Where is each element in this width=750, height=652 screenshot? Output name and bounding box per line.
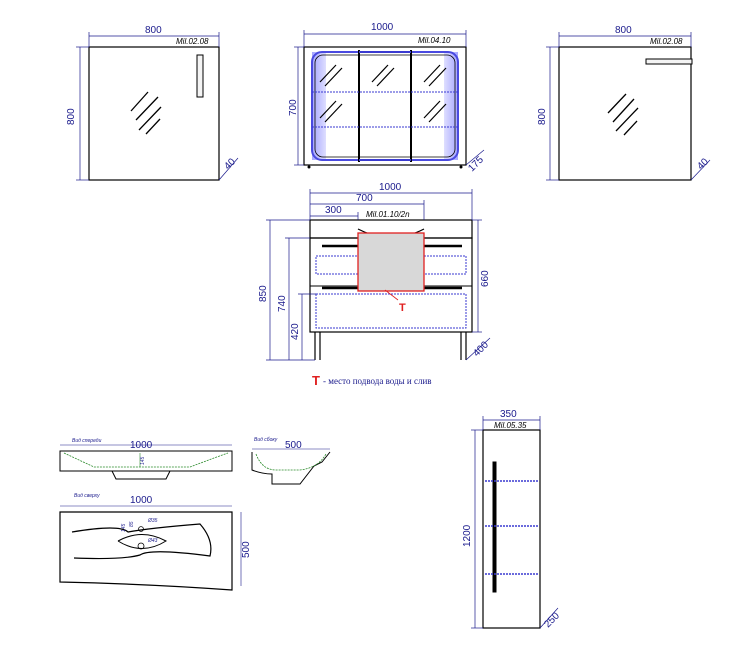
mirror-right-height: 800 — [537, 108, 548, 125]
basin-side-view — [251, 448, 331, 485]
mirror-left-height: 800 — [66, 108, 77, 125]
vanity-unit — [266, 189, 491, 361]
column-code: Mil.05.35 — [494, 421, 527, 430]
vanity-height-top: 740 — [277, 295, 288, 312]
vanity-height-right: 660 — [480, 270, 491, 287]
vanity-height-bottom: 420 — [290, 323, 301, 340]
mirror-left-width: 800 — [145, 25, 162, 36]
legend-marker: T — [312, 373, 320, 388]
vanity-height-total: 850 — [258, 285, 269, 302]
basin-top-label: Вид сверху — [74, 493, 100, 499]
top-cabinet-depth: 175 — [466, 154, 486, 174]
basin-side-label: Вид сбоку — [254, 437, 278, 443]
column-height: 1200 — [462, 524, 473, 547]
vanity-offset: 300 — [325, 205, 342, 216]
mirror-left-depth: 40 — [222, 156, 238, 172]
mirror-right-depth: 40 — [695, 156, 711, 172]
vanity-width: 1000 — [379, 182, 402, 193]
mirror-right — [546, 32, 711, 181]
basin-front-width: 1000 — [130, 440, 153, 451]
basin-top-a: 145 — [121, 523, 127, 532]
column-cabinet — [471, 416, 559, 629]
column-width: 350 — [500, 409, 517, 420]
column-depth: 250 — [542, 610, 562, 630]
top-cabinet-width: 1000 — [371, 22, 394, 33]
basin-front-label: Вид спереди — [72, 438, 102, 444]
basin-front-view — [59, 444, 233, 480]
basin-top-depth: 500 — [241, 541, 252, 558]
vanity-depth: 400 — [471, 339, 491, 359]
top-cabinet — [294, 30, 485, 169]
basin-top-b: 85 — [129, 521, 135, 527]
vanity-code: Mil.01.10/2n — [366, 210, 410, 219]
basin-front-small: 145 — [140, 456, 146, 465]
basin-top-view — [59, 505, 242, 591]
vanity-water-marker: T — [399, 302, 406, 314]
mirror-right-code: Mil.02.08 — [650, 37, 683, 46]
vanity-inner-width: 700 — [356, 193, 373, 204]
mirror-right-width: 800 — [615, 25, 632, 36]
legend-text: - место подвода воды и слив — [323, 376, 432, 386]
basin-top-d2: Ø43 — [147, 538, 158, 544]
mirror-left — [76, 32, 239, 181]
basin-top-d1: Ø35 — [147, 518, 158, 524]
basin-side-width: 500 — [285, 440, 302, 451]
mirror-left-code: Mil.02.08 — [176, 37, 209, 46]
basin-top-width: 1000 — [130, 495, 153, 506]
top-cabinet-height: 700 — [288, 99, 299, 116]
top-cabinet-code: Mil.04.10 — [418, 36, 451, 45]
